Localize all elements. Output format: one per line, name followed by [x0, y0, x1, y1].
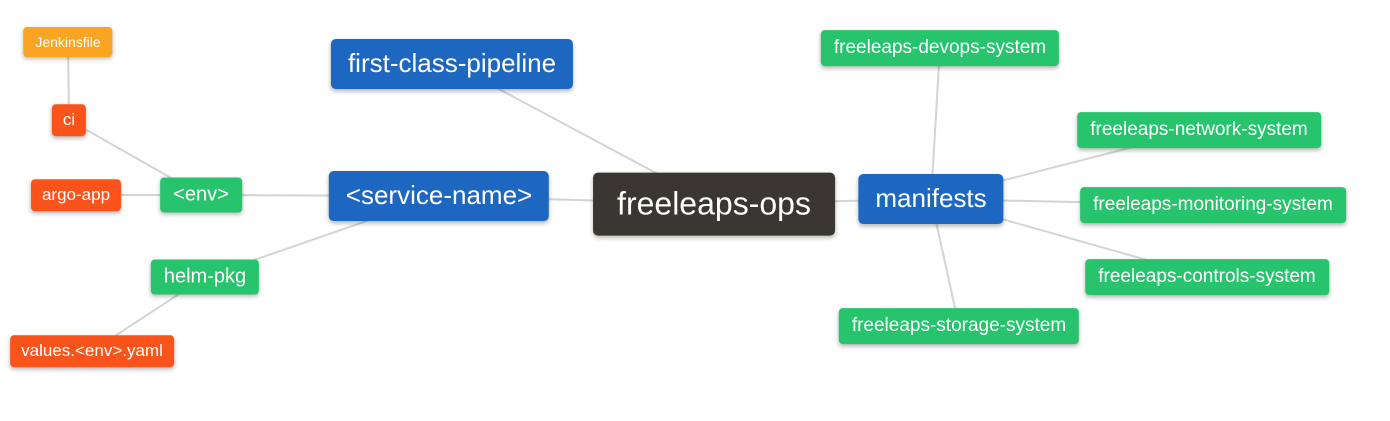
- mindmap-node-service-name[interactable]: <service-name>: [328, 171, 550, 221]
- mindmap-node-values-env-yaml[interactable]: values.<env>.yaml: [10, 335, 174, 367]
- node-label: <env>: [173, 183, 229, 206]
- node-label: manifests: [875, 183, 987, 214]
- node-label: <service-name>: [345, 180, 533, 211]
- node-label: freeleaps-storage-system: [851, 315, 1067, 337]
- node-label: freeleaps-monitoring-system: [1093, 194, 1333, 216]
- node-label: helm-pkg: [163, 265, 247, 288]
- mindmap-node-freeleaps-storage-system[interactable]: freeleaps-storage-system: [838, 308, 1080, 344]
- mindmap-node-jenkinsfile[interactable]: Jenkinsfile: [23, 26, 113, 58]
- mindmap-node-first-class-pipeline[interactable]: first-class-pipeline: [330, 39, 574, 89]
- node-label: values.<env>.yaml: [21, 341, 163, 361]
- node-label: Jenkinsfile: [35, 33, 101, 50]
- mindmap-node-freeleaps-controls-system[interactable]: freeleaps-controls-system: [1085, 259, 1329, 295]
- node-label: freeleaps-ops: [617, 185, 811, 222]
- edge-manifests--freeleaps-devops-system: [930, 47, 941, 200]
- node-label: freeleaps-network-system: [1090, 119, 1308, 141]
- mindmap-node-freeleaps-devops-system[interactable]: freeleaps-devops-system: [820, 30, 1060, 66]
- node-label: ci: [62, 110, 76, 130]
- mindmap-node-freeleaps-monitoring-system[interactable]: freeleaps-monitoring-system: [1080, 187, 1346, 223]
- mindmap-node-manifests[interactable]: manifests: [858, 174, 1004, 224]
- node-label: first-class-pipeline: [347, 48, 557, 79]
- mindmap-node-ci[interactable]: ci: [51, 104, 87, 136]
- mindmap-node-argo-app[interactable]: argo-app: [30, 179, 122, 211]
- node-label: freeleaps-controls-system: [1098, 266, 1316, 288]
- node-label: argo-app: [41, 185, 111, 205]
- mindmap-node-freeleaps-network-system[interactable]: freeleaps-network-system: [1077, 112, 1321, 148]
- node-label: freeleaps-devops-system: [833, 37, 1047, 59]
- mindmap-node-helm-pkg[interactable]: helm-pkg: [150, 259, 260, 295]
- mindmap-node-env[interactable]: <env>: [160, 177, 242, 213]
- mindmap-node-freeleaps-ops[interactable]: freeleaps-ops: [593, 172, 835, 236]
